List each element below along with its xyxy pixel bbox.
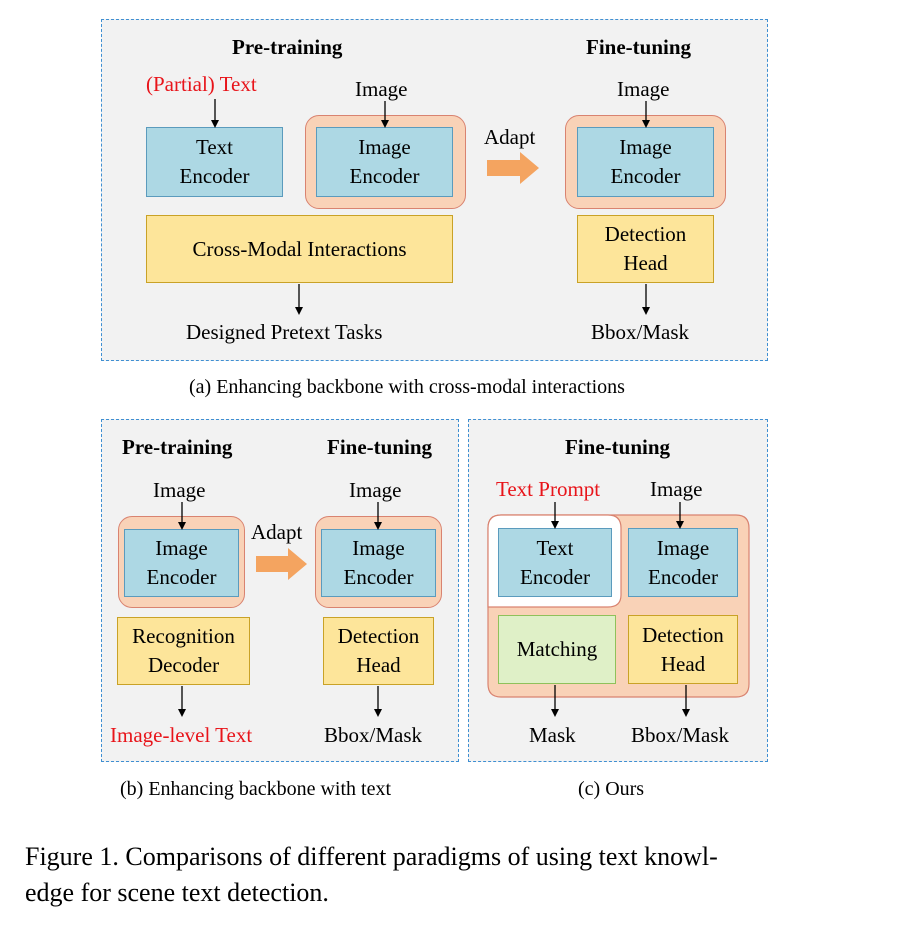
panel-b-bbox-mask-label: Bbox/Mask — [324, 723, 423, 747]
panel-c-bbox-mask-label: Bbox/Mask — [631, 723, 730, 747]
figure-caption: Figure 1. Comparisons of different parad… — [25, 839, 718, 911]
panel-b-caption: (b) Enhancing backbone with text — [120, 778, 392, 800]
panel-a-caption: (a) Enhancing backbone with cross-modal … — [189, 376, 625, 398]
panel-c-caption: (c) Ours — [578, 778, 645, 800]
panel-c-finetuning-header: Fine-tuning — [565, 435, 671, 459]
panel-a-pretraining-header: Pre-training — [232, 35, 343, 59]
panel-b-image-label-fine: Image — [349, 478, 402, 502]
panel-b-finetuning-header: Fine-tuning — [327, 435, 433, 459]
panel-a-bbox-mask-label: Bbox/Mask — [591, 320, 690, 344]
panel-c-mask-label: Mask — [529, 723, 576, 747]
figure-caption-line2: edge for scene text detection. — [25, 878, 329, 907]
panel-a-pretext-tasks-label: Designed Pretext Tasks — [186, 320, 383, 344]
panel-c-text-prompt-label: Text Prompt — [496, 477, 601, 501]
panel-b-pretraining-header: Pre-training — [122, 435, 233, 459]
panel-a-image-label-pre: Image — [355, 77, 408, 101]
panel-a-cross-modal-interactions: Cross-Modal Interactions — [146, 215, 453, 283]
panel-a-finetuning-header: Fine-tuning — [586, 35, 692, 59]
panel-a-adapt-label: Adapt — [484, 125, 536, 149]
panel-b-image-label-pre: Image — [153, 478, 206, 502]
panel-a-partial-text-label: (Partial) Text — [146, 72, 257, 96]
panel-b-image-level-text-label: Image-level Text — [110, 723, 253, 747]
panel-a-image-label-fine: Image — [617, 77, 670, 101]
panel-c-image-label: Image — [650, 477, 703, 501]
panel-b-adapt-label: Adapt — [251, 520, 303, 544]
panel-c-matching: Matching — [498, 615, 616, 684]
figure-caption-line1: Figure 1. Comparisons of different parad… — [25, 842, 718, 871]
